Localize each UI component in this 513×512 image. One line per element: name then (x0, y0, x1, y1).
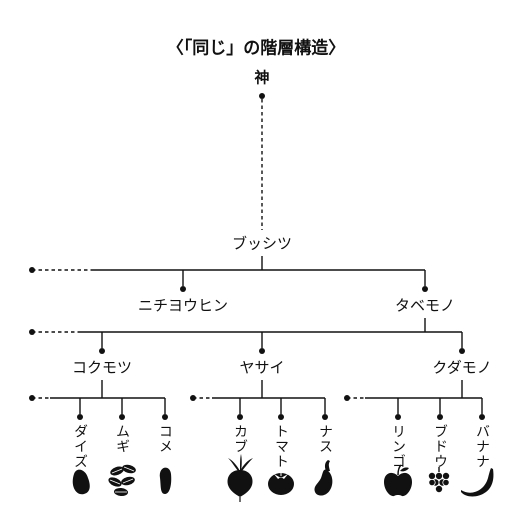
node-dot-yasai (259, 348, 265, 354)
leaf-label-kabu: カブ (232, 424, 248, 454)
leaf-label-nasu: ナス (317, 424, 333, 454)
leaf-label-mugi: ムギ (114, 424, 130, 454)
node-dot-budou (437, 414, 443, 420)
node-dot-level3-left (29, 329, 35, 335)
node-label-kudamono: クダモノ (432, 358, 492, 377)
turnip-icon (227, 454, 253, 502)
node-dot-daizu (77, 414, 83, 420)
node-label-tabemono: タベモノ (394, 296, 456, 315)
rice-grain-icon (159, 467, 172, 494)
node-dot-nichiyouhin (180, 286, 186, 292)
node-dot-ringo (395, 414, 401, 420)
node-label-kokumotsu: コクモツ (71, 358, 133, 377)
node-dot-vegetables-left (190, 395, 196, 401)
node-dot-fruits-left (344, 395, 350, 401)
node-label-root: 神 (254, 68, 270, 87)
leaf-label-kome: コメ (157, 424, 173, 454)
node-dot-tabemono (422, 286, 428, 292)
node-label-busshitsu: ブッシツ (231, 234, 293, 253)
leaf-label-ringo: リンゴ (390, 424, 406, 469)
node-label-yasai: ヤサイ (239, 358, 285, 377)
apple-icon (384, 464, 412, 497)
leaf-label-daizu: ダイズ (72, 424, 88, 469)
wheat-grains-icon (108, 464, 136, 497)
node-dot-root (259, 93, 265, 99)
node-dot-kabu (237, 414, 243, 420)
banana-icon (461, 468, 494, 497)
grapes-icon (427, 467, 450, 493)
eggplant-icon (314, 460, 333, 496)
node-dot-kokumotsu (99, 348, 105, 354)
node-dot-kudamono (459, 348, 465, 354)
leaf-label-tomato: トマト (273, 424, 289, 469)
node-dot-grains-left (29, 395, 35, 401)
diagram-title: 〈「同じ」の階層構造〉 (166, 38, 346, 59)
node-dot-nasu (322, 414, 328, 420)
tomato-icon (268, 472, 294, 495)
node-label-nichiyouhin: ニチヨウヒン (137, 296, 229, 315)
leaf-label-banana: バナナ (474, 424, 490, 469)
node-dot-tomato (278, 414, 284, 420)
leaf-label-budou: ブドウ (432, 424, 448, 469)
node-dot-mugi (119, 414, 125, 420)
node-dot-level2-left (29, 267, 35, 273)
node-dot-kome (162, 414, 168, 420)
soybean-icon (72, 469, 90, 495)
node-dot-banana (479, 414, 485, 420)
